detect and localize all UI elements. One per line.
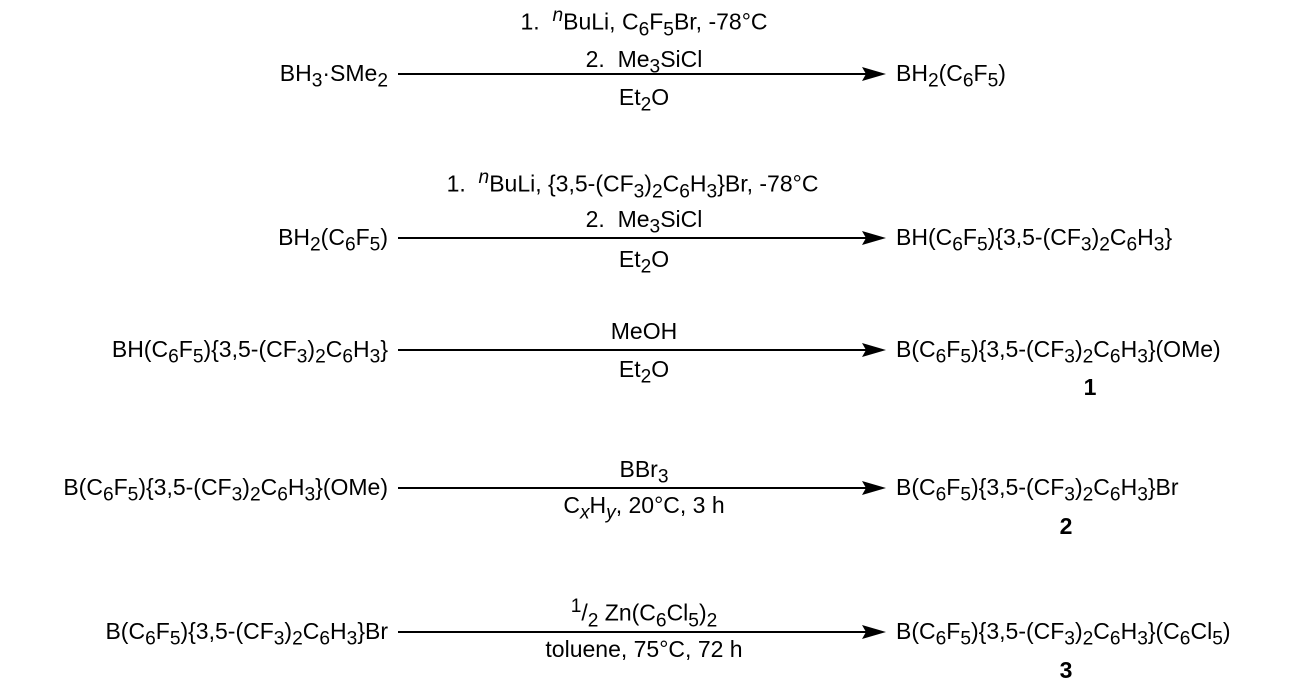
r2-product: BH(C6F5){3,5-(CF3)2C6H3} xyxy=(896,224,1173,256)
r5-arrow-head xyxy=(862,625,886,639)
r4-reagent: BBr3 xyxy=(619,456,669,488)
r4-product: B(C6F5){3,5-(CF3)2C6H3}Br xyxy=(896,474,1179,506)
r3-solvent: Et2O xyxy=(618,356,670,388)
r2-condition-2: 2. Me3SiCl xyxy=(585,206,703,238)
r1-condition-2: 2. Me3SiCl xyxy=(585,46,703,78)
r5-reagent: 1/2 Zn(C6Cl5)2 xyxy=(570,596,718,632)
r5-reactant: B(C6F5){3,5-(CF3)2C6H3}Br xyxy=(105,618,388,650)
r1-arrow-head xyxy=(862,67,886,81)
r2-arrow-head xyxy=(862,231,886,245)
r3-reactant: BH(C6F5){3,5-(CF3)2C6H3} xyxy=(111,336,388,368)
r3-product: B(C6F5){3,5-(CF3)2C6H3}(OMe) xyxy=(896,336,1221,368)
r5-conditions: toluene, 75°C, 72 h xyxy=(545,636,743,662)
r4-compound-number: 2 xyxy=(1059,513,1073,539)
r2-solvent: Et2O xyxy=(618,246,670,278)
r2-reactant: BH2(C6F5) xyxy=(278,224,388,256)
r4-arrow-head xyxy=(862,481,886,495)
r1-condition-1: 1. nBuLi, C6F5Br, -78°C xyxy=(520,5,768,41)
r5-compound-number: 3 xyxy=(1059,657,1073,683)
r4-conditions: CxHy, 20°C, 3 h xyxy=(563,492,725,524)
r2-condition-1: 1. nBuLi, {3,5-(CF3)2C6H3}Br, -78°C xyxy=(446,167,819,203)
r4-reactant: B(C6F5){3,5-(CF3)2C6H3}(OMe) xyxy=(63,474,388,506)
r1-reactant: BH3·SMe2 xyxy=(279,60,388,92)
r1-solvent: Et2O xyxy=(618,84,670,116)
r3-arrow-head xyxy=(862,343,886,357)
r3-reagent: MeOH xyxy=(610,318,678,344)
r5-product: B(C6F5){3,5-(CF3)2C6H3}(C6Cl5) xyxy=(896,618,1231,650)
r1-product: BH2(C6F5) xyxy=(896,60,1006,92)
r3-compound-number: 1 xyxy=(1083,374,1097,400)
